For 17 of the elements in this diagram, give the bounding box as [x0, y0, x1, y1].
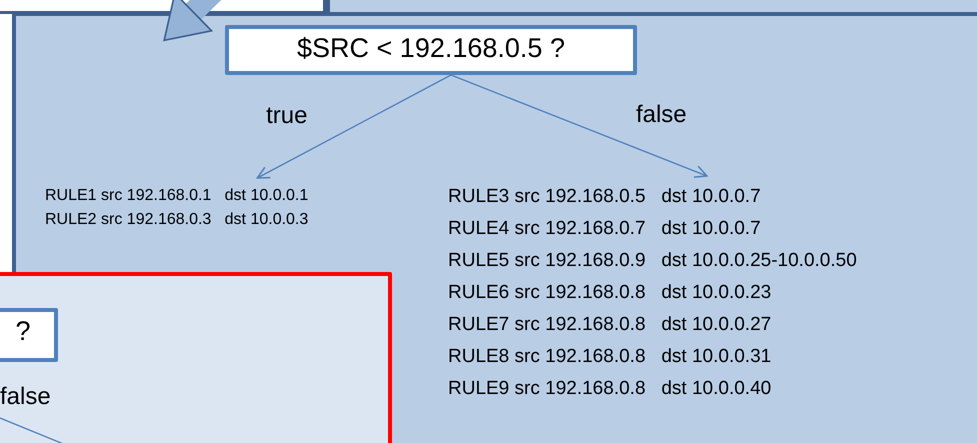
decision-box: [225, 25, 637, 75]
rule-text: RULE2 src 192.168.0.3 dst 10.0.0.3: [45, 211, 308, 229]
rule-text: RULE7 src 192.168.0.8 dst 10.0.0.27: [448, 314, 772, 336]
panel: [0, 272, 392, 443]
branch-label: false: [0, 383, 51, 411]
condition-text: ?: [14, 316, 32, 347]
condition-box: [0, 308, 58, 362]
rule-text: RULE1 src 192.168.0.1 dst 10.0.0.1: [45, 187, 308, 205]
rule-text: RULE8 src 192.168.0.8 dst 10.0.0.31: [448, 346, 772, 368]
rule-text: RULE3 src 192.168.0.5 dst 10.0.0.7: [448, 186, 761, 208]
rule-text: RULE9 src 192.168.0.8 dst 10.0.0.40: [448, 378, 772, 400]
rule-text: RULE4 src 192.168.0.7 dst 10.0.0.7: [448, 218, 761, 240]
arrow: [450, 74, 708, 178]
rule-text: RULE6 src 192.168.0.8 dst 10.0.0.23: [448, 282, 772, 304]
arrow: [256, 74, 452, 179]
condition-text: $SRC < 192.168.0.5 ?: [296, 33, 566, 64]
rule-text: RULE5 src 192.168.0.9 dst 10.0.0.25-10.0.0.50: [448, 250, 857, 272]
